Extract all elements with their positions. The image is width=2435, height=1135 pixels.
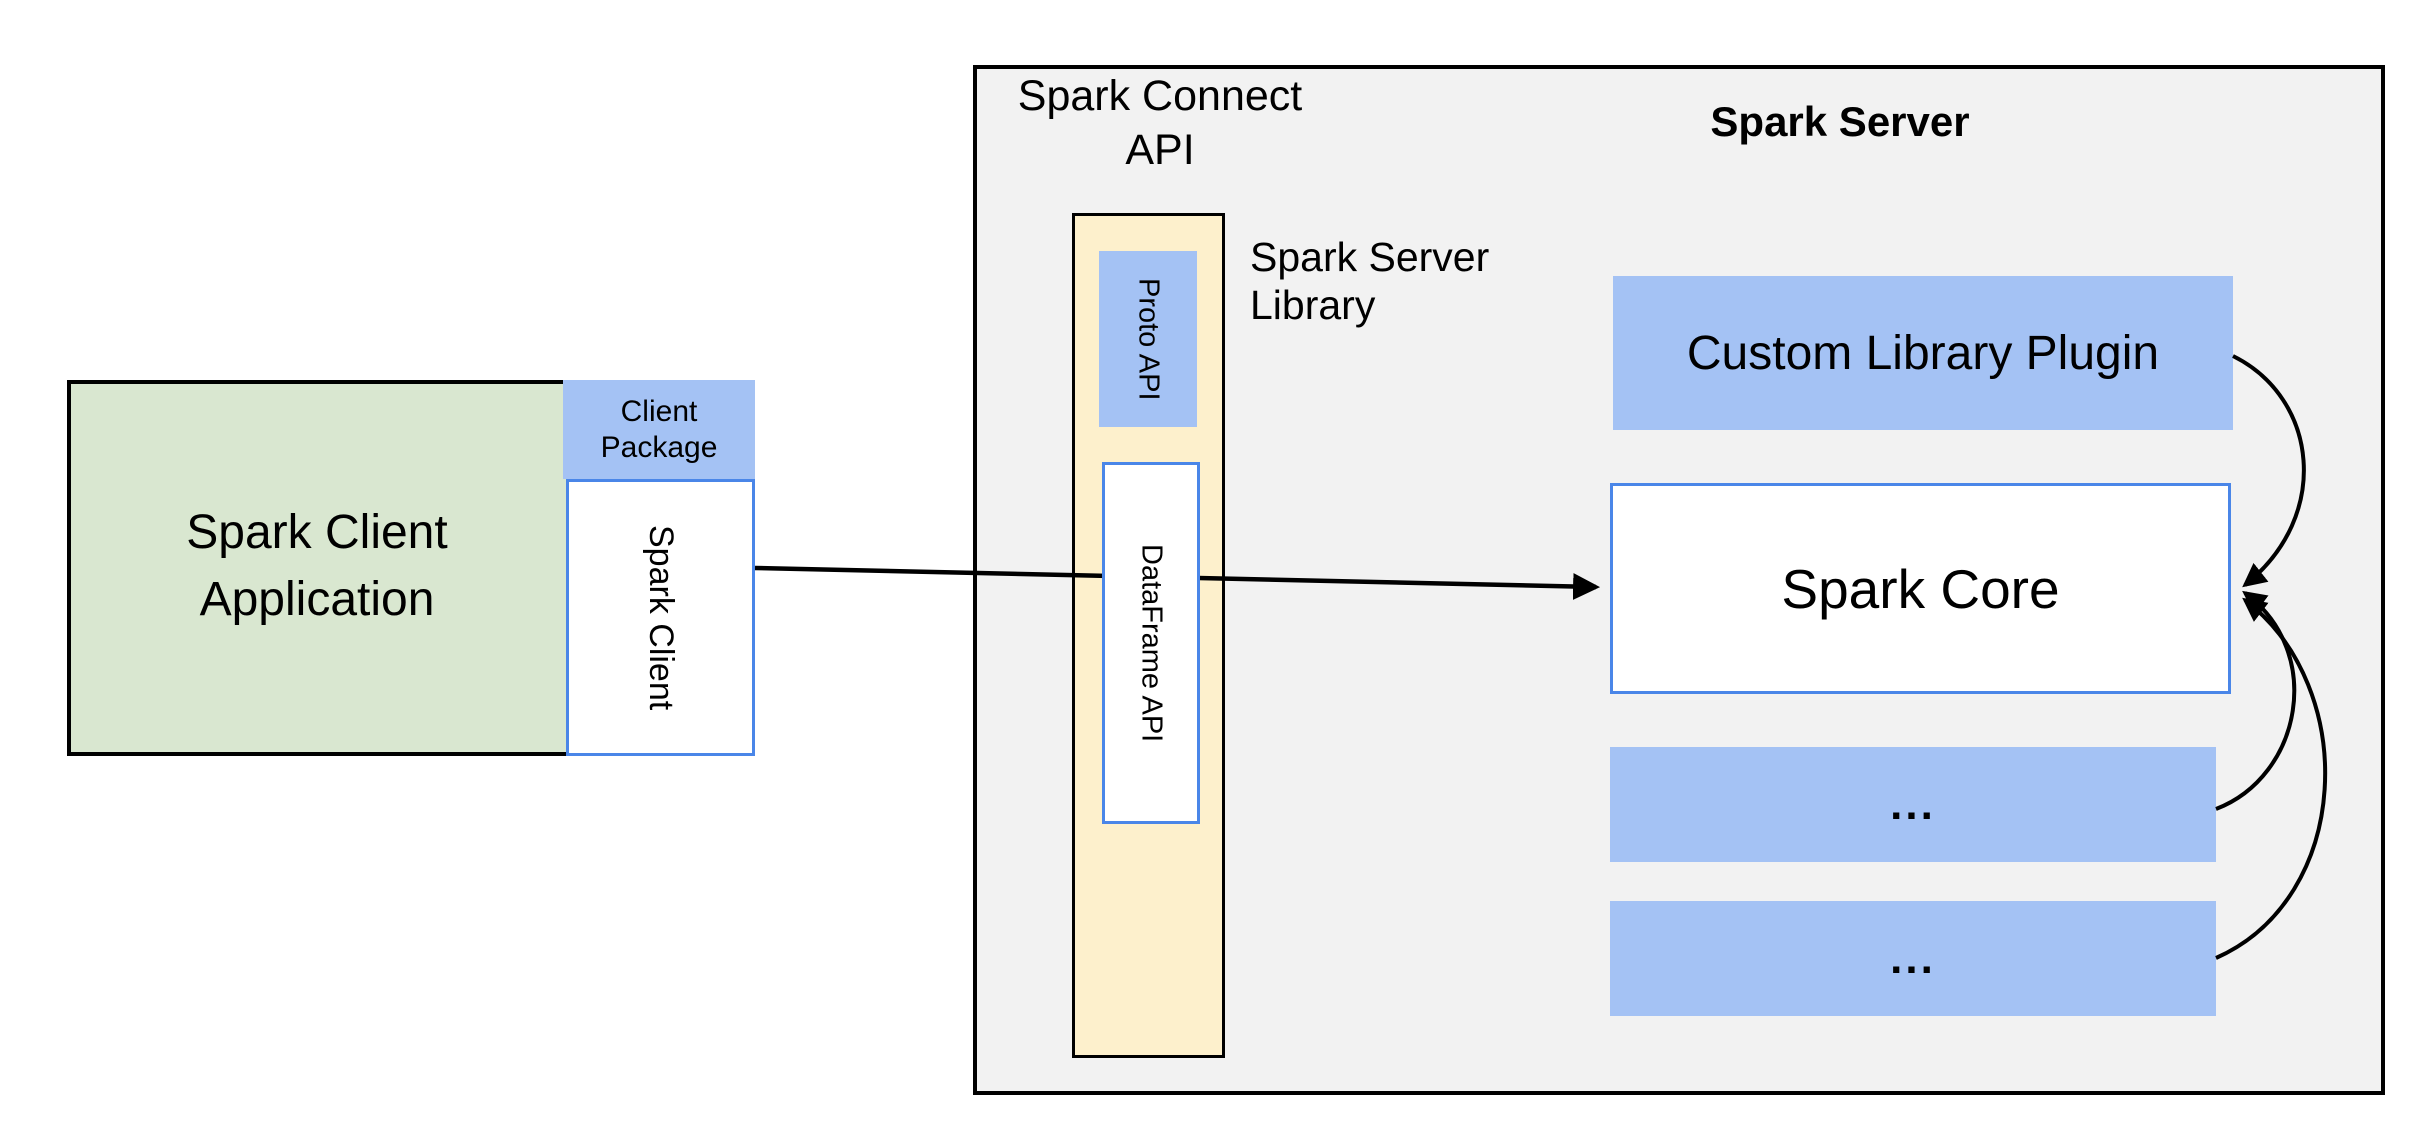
spark-core-label: Spark Core — [1781, 557, 2060, 620]
proto-api-label: Proto API — [1132, 277, 1165, 401]
spark-connect-api-line2: API — [1125, 126, 1195, 174]
custom-library-plugin-box: Custom Library Plugin — [1613, 276, 2233, 430]
spark-server-library-line1: Spark Server — [1250, 234, 1490, 280]
plugin-slot-box-1: ... — [1610, 747, 2216, 862]
spark-connect-api-line1: Spark Connect — [1017, 72, 1303, 120]
custom-library-plugin-label: Custom Library Plugin — [1686, 326, 2160, 380]
spark-client-application-line1: Spark Client — [186, 506, 448, 559]
client-package-box: Client Package — [563, 380, 755, 479]
plugin-slot-box-2: ... — [1610, 901, 2216, 1016]
spark-client-box-label: Spark Client — [642, 524, 680, 711]
spark-core-box: Spark Core — [1610, 483, 2231, 694]
spark-server-library-label: Spark Server Library — [1250, 233, 1550, 329]
dataframe-api-label: DataFrame API — [1135, 543, 1168, 743]
plugin-slot-1-label: ... — [1890, 779, 1936, 829]
spark-server-title: Spark Server — [1710, 98, 1970, 145]
dataframe-api-box: DataFrame API — [1102, 462, 1200, 824]
spark-client-application-line2: Application — [199, 573, 435, 626]
client-package-line1: Client — [620, 395, 698, 428]
plugin-slot-2-label: ... — [1890, 933, 1936, 983]
spark-connect-api-label: Spark Connect API — [1000, 69, 1320, 177]
spark-client-application-label: Spark Client Application — [71, 499, 563, 633]
proto-api-box: Proto API — [1099, 251, 1197, 427]
client-package-line2: Package — [600, 431, 718, 464]
spark-server-library-line2: Library — [1250, 282, 1376, 328]
spark-client-box: Spark Client — [566, 479, 755, 756]
